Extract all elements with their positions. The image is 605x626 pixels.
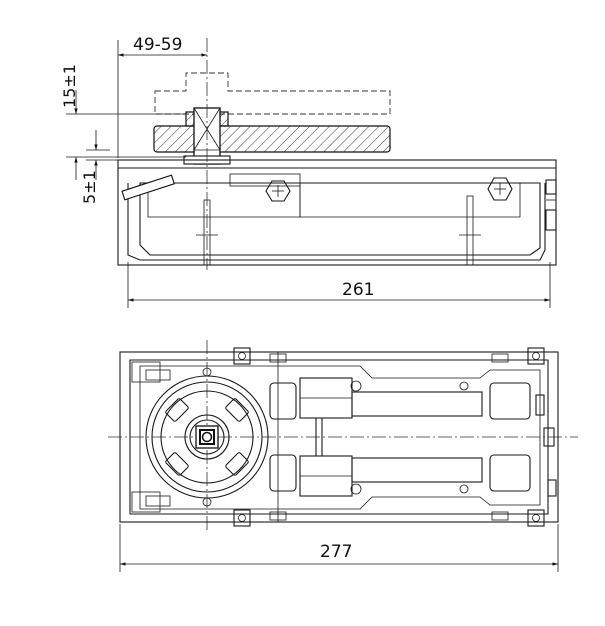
dim-label-5: 5±1 xyxy=(80,170,99,204)
spring-rods xyxy=(299,377,483,497)
dim-label-49-59: 49-59 xyxy=(133,35,182,55)
plan-view: 277 xyxy=(108,340,578,572)
housing-side xyxy=(117,159,557,266)
arm-section xyxy=(153,111,391,153)
end-plugs xyxy=(535,394,557,497)
arm-raised-outline xyxy=(154,72,391,115)
dim-spindle-offset: 49-59 xyxy=(117,35,207,158)
valve-screw xyxy=(121,174,175,201)
dim-height-adjust: 15±1 xyxy=(60,64,186,180)
dim-side-length: 261 xyxy=(127,262,551,308)
bolts-side xyxy=(196,195,481,266)
side-view: 49-59 15±1 5±1 261 xyxy=(60,35,557,308)
housing-plan xyxy=(119,351,559,523)
dim-depth-adjust: 5±1 xyxy=(80,130,118,204)
spindle-plate xyxy=(145,367,269,507)
hex-nut-left xyxy=(265,180,291,202)
spindle-hub xyxy=(184,414,230,460)
dim-plan-length: 277 xyxy=(119,524,559,572)
corner-brackets xyxy=(131,361,171,513)
dim-label-277: 277 xyxy=(320,542,352,562)
hex-nut-right xyxy=(487,177,513,201)
dim-label-15: 15±1 xyxy=(60,64,79,108)
mounting-tabs xyxy=(233,347,545,527)
end-cap xyxy=(545,179,557,231)
dim-label-261: 261 xyxy=(342,280,374,300)
pockets xyxy=(269,382,531,492)
